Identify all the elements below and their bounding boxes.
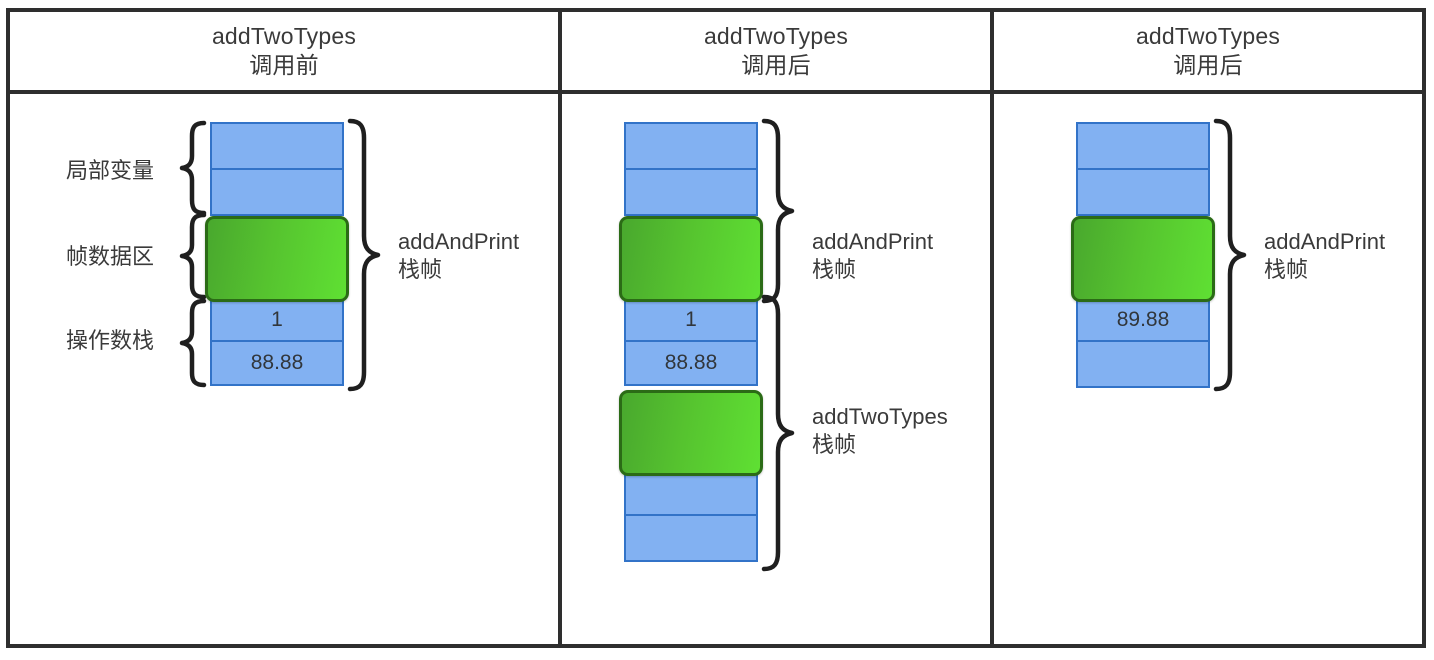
panel-3-cell-4: 89.88 [1076,298,1210,342]
column-header-1: addTwoTypes 调用前 [10,12,558,90]
column-header-3-subtitle: 调用后 [1173,52,1243,78]
panel-2-frame-data-block-add-and-print [619,216,763,302]
panel-2-right-label-2-line2: 栈帧 [812,432,857,458]
panel-2-cell-2 [624,168,758,216]
panel-2-right-label-1-line2: 栈帧 [812,257,857,283]
column-header-2-title: addTwoTypes [703,22,849,49]
panel-2-cell-8 [624,514,758,562]
panel-2-right-label-1-line1: addAndPrint [812,229,934,254]
column-divider-1 [558,8,562,648]
column-header-1-subtitle: 调用前 [249,52,319,78]
panel-2-stack: 1 88.88 [619,122,763,562]
panel-1-frame-data-block [205,216,349,302]
table-frame [6,8,1426,648]
panel-2-right-label-2-line1: addTwoTypes [812,404,948,429]
panel-2-right-label-add-two-types: addTwoTypes 栈帧 [812,403,948,459]
panel-1-cell-2 [210,168,344,216]
column-header-3: addTwoTypes 调用后 [994,12,1422,90]
panel-3-right-label-add-and-print: addAndPrint 栈帧 [1264,228,1385,284]
header-separator [6,90,1426,94]
panel-1-label-frame-data: 帧数据区 [65,244,154,269]
panel-3-cell-5 [1076,340,1210,388]
panel-2-cell-4: 1 [624,298,758,342]
column-header-3-title: addTwoTypes [1135,22,1281,49]
column-divider-2 [990,8,994,648]
panel-2-cell-1 [624,122,758,170]
panel-1-stack: 1 88.88 [205,122,349,386]
panel-3-stack: 89.88 [1071,122,1215,388]
panel-2-frame-data-block-add-two-types [619,390,763,476]
panel-3-cell-2 [1076,168,1210,216]
panel-1-right-label-line2: 栈帧 [398,257,443,283]
panel-3-right-label-line1: addAndPrint [1264,229,1386,254]
panel-1-cell-4: 1 [210,298,344,342]
panel-3-frame-data-block [1071,216,1215,302]
panel-1-cell-1 [210,122,344,170]
column-header-1-title: addTwoTypes [211,22,357,49]
panel-1-label-operand-stack: 操作数栈 [65,328,154,353]
panel-2-right-label-add-and-print: addAndPrint 栈帧 [812,228,933,284]
panel-1-right-label-add-and-print: addAndPrint 栈帧 [398,228,519,284]
column-header-2: addTwoTypes 调用后 [562,12,990,90]
panel-3-cell-1 [1076,122,1210,170]
panel-1-right-label-line1: addAndPrint [398,229,520,254]
column-header-2-subtitle: 调用后 [741,52,811,78]
panel-1-cell-5: 88.88 [210,340,344,386]
panel-3-right-label-line2: 栈帧 [1264,257,1309,283]
panel-1-label-local-variables: 局部变量 [65,158,154,183]
panel-2-cell-5: 88.88 [624,340,758,386]
